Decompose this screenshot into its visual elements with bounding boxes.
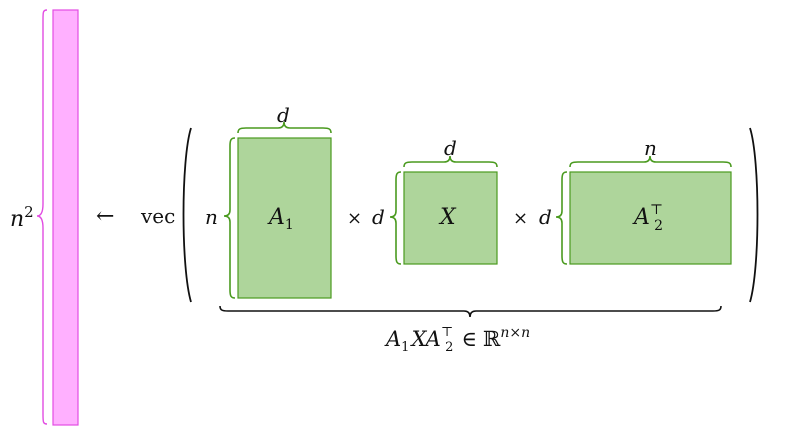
matrix-x-cols-brace — [403, 155, 498, 168]
matrix-a2t-rows-brace — [555, 171, 568, 265]
vector-group: n2 — [10, 9, 79, 426]
times-operator-2: × — [513, 208, 528, 229]
matrix-a1-group: d n A1 — [205, 103, 332, 299]
assign-arrow: ← — [96, 204, 114, 229]
matrix-a1-cols-brace — [237, 121, 332, 134]
right-parenthesis — [749, 127, 759, 303]
matrix-a2t-cols-label: n — [644, 136, 657, 160]
matrix-a1-rows-brace — [223, 137, 236, 299]
matrix-x-rows-label: d — [372, 205, 385, 229]
product-brace — [219, 305, 722, 318]
matrix-a1-cols-label: d — [277, 103, 290, 127]
matrix-x-group: d d X — [372, 136, 498, 265]
output-vector-block — [52, 9, 79, 426]
matrix-x-name: X — [438, 205, 457, 230]
matrix-a1-rows-label: n — [205, 205, 218, 229]
product-expression: A1XA⊤2∈ℝn×n — [384, 325, 530, 355]
matrix-a2t-group: n d A⊤2 — [539, 136, 732, 265]
vector-size-label: n2 — [10, 203, 34, 232]
matrix-a2t-block — [569, 171, 732, 265]
times-operator-1: × — [347, 208, 362, 229]
left-parenthesis — [182, 127, 192, 303]
matrix-x-rows-brace — [389, 171, 402, 265]
matrix-a1-name: A1 — [267, 205, 294, 233]
matrix-a2t-cols-brace — [569, 155, 732, 168]
matrix-a2t-rows-label: d — [539, 205, 552, 229]
vector-size-brace — [36, 9, 48, 425]
vec-operator: vec — [140, 204, 175, 228]
matrix-a1-block — [237, 137, 332, 299]
matrix-x-block — [403, 171, 498, 265]
matrix-x-cols-label: d — [444, 136, 457, 160]
matrix-a2t-name: A⊤2 — [632, 202, 663, 234]
